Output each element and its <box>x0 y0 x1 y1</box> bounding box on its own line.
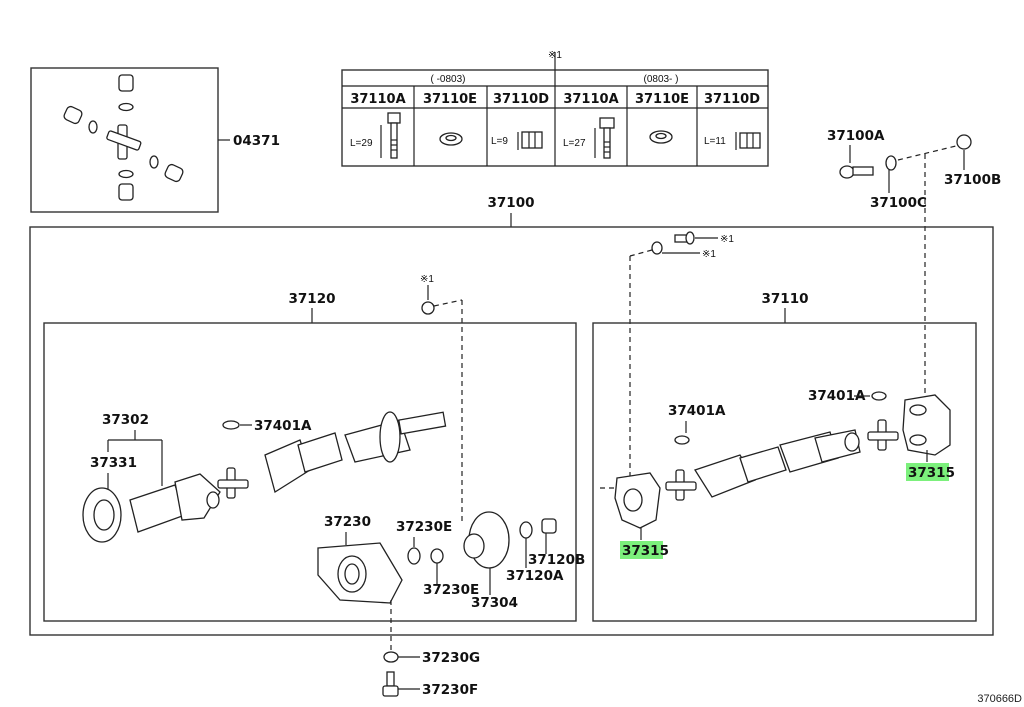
figure-id: 370666D <box>977 693 1022 705</box>
front-nut-group: ※1 <box>420 274 463 525</box>
label-37120: 37120 <box>289 291 336 307</box>
period-after: (0803- ) <box>643 74 678 85</box>
assembly-37120: 37120 37302 37331 37401A <box>43 291 585 650</box>
assembly-37110: 37110 37401A 37401A 37315 <box>592 291 977 622</box>
label-37401A-rear-left: 37401A <box>668 403 726 419</box>
label-37110: 37110 <box>762 291 809 307</box>
washer-icon <box>651 241 663 255</box>
washer-icon <box>519 521 533 539</box>
oil-seal-icon <box>82 487 122 543</box>
note-marker-bolt: ※1 <box>720 234 734 245</box>
washer-icon <box>383 651 399 663</box>
shaft-icon <box>264 411 447 494</box>
label-37230E-top: 37230E <box>396 519 452 535</box>
nut-icon <box>421 301 435 315</box>
table-header-col4: 37110A <box>563 92 618 107</box>
label-37304: 37304 <box>471 595 518 611</box>
washer-icon <box>649 130 673 144</box>
highlight-37315-left <box>620 541 663 559</box>
label-37100C: 37100C <box>870 195 927 211</box>
highlight-37315-right <box>906 463 949 481</box>
label-37100A: 37100A <box>827 128 885 144</box>
bolt-icon <box>382 671 399 697</box>
spider-icon <box>867 419 899 451</box>
slip-yoke-icon <box>129 473 221 533</box>
label-37100B: 37100B <box>944 172 1001 188</box>
label-37315-left[interactable]: 37315 <box>622 543 669 559</box>
label-37230G: 37230G <box>422 650 480 666</box>
spider-icon <box>217 467 249 499</box>
center-bolt-group: ※1 ※1 <box>629 231 734 488</box>
spider-icon <box>665 469 697 501</box>
label-37120A: 37120A <box>506 568 564 584</box>
table-header-col6: 37110D <box>704 92 760 107</box>
assembly-37100: 37100 <box>29 195 994 636</box>
universal-joint-kit-icon <box>63 74 184 201</box>
bolt-icon <box>380 112 401 159</box>
label-37401A-front: 37401A <box>254 418 312 434</box>
table-header-col5: 37110E <box>635 92 689 107</box>
companion-flange-icon <box>463 511 510 569</box>
label-37230F: 37230F <box>422 682 478 698</box>
nut-icon <box>541 518 557 534</box>
table-header-col2: 37110E <box>423 92 477 107</box>
bolt-icon <box>839 165 874 179</box>
label-37100: 37100 <box>488 195 535 211</box>
table-header-col3: 37110D <box>493 92 549 107</box>
label-37230E-bottom: 37230E <box>423 582 479 598</box>
flange-yoke-left-icon <box>614 472 661 529</box>
center-bearing-icon <box>317 542 403 604</box>
length-col4: L=27 <box>563 138 586 149</box>
washer-icon <box>885 155 897 171</box>
label-37302: 37302 <box>102 412 149 428</box>
nut-icon <box>956 134 972 150</box>
spec-table: ※1 ( -0803) (0803- ) 37110A 37110E 37110… <box>341 50 769 167</box>
label-37120B: 37120B <box>528 552 585 568</box>
washer-icon <box>407 547 421 565</box>
snap-ring-icon <box>871 391 887 401</box>
kit-box: 04371 <box>30 67 280 213</box>
lock-washer-icon <box>439 132 463 146</box>
bolt-icon <box>674 231 695 245</box>
note-marker-nut: ※1 <box>420 274 434 285</box>
length-col3: L=9 <box>491 136 508 147</box>
label-37230: 37230 <box>324 514 371 530</box>
top-right-hardware: 37100A 37100C 37100B <box>827 128 1001 405</box>
bottom-hardware: 37230G 37230F <box>382 650 480 698</box>
note-marker-washer: ※1 <box>702 249 716 260</box>
propeller-shaft-icon <box>694 429 861 498</box>
length-col6: L=11 <box>704 136 726 147</box>
label-37315-right[interactable]: 37315 <box>908 465 955 481</box>
flange-yoke-right-icon <box>902 394 951 456</box>
kit-label: 04371 <box>233 133 280 149</box>
length-col1: L=29 <box>350 138 373 149</box>
bolt-icon <box>594 117 615 159</box>
nut-icon <box>517 131 543 150</box>
snap-ring-icon <box>674 435 690 445</box>
label-37331: 37331 <box>90 455 137 471</box>
period-before: ( -0803) <box>430 74 465 85</box>
note-marker-table: ※1 <box>548 50 562 61</box>
table-header-col1: 37110A <box>350 92 405 107</box>
label-37401A-rear-right: 37401A <box>808 388 866 404</box>
nut-icon <box>735 132 761 150</box>
snap-ring-icon <box>222 420 240 430</box>
washer-icon <box>430 548 444 564</box>
